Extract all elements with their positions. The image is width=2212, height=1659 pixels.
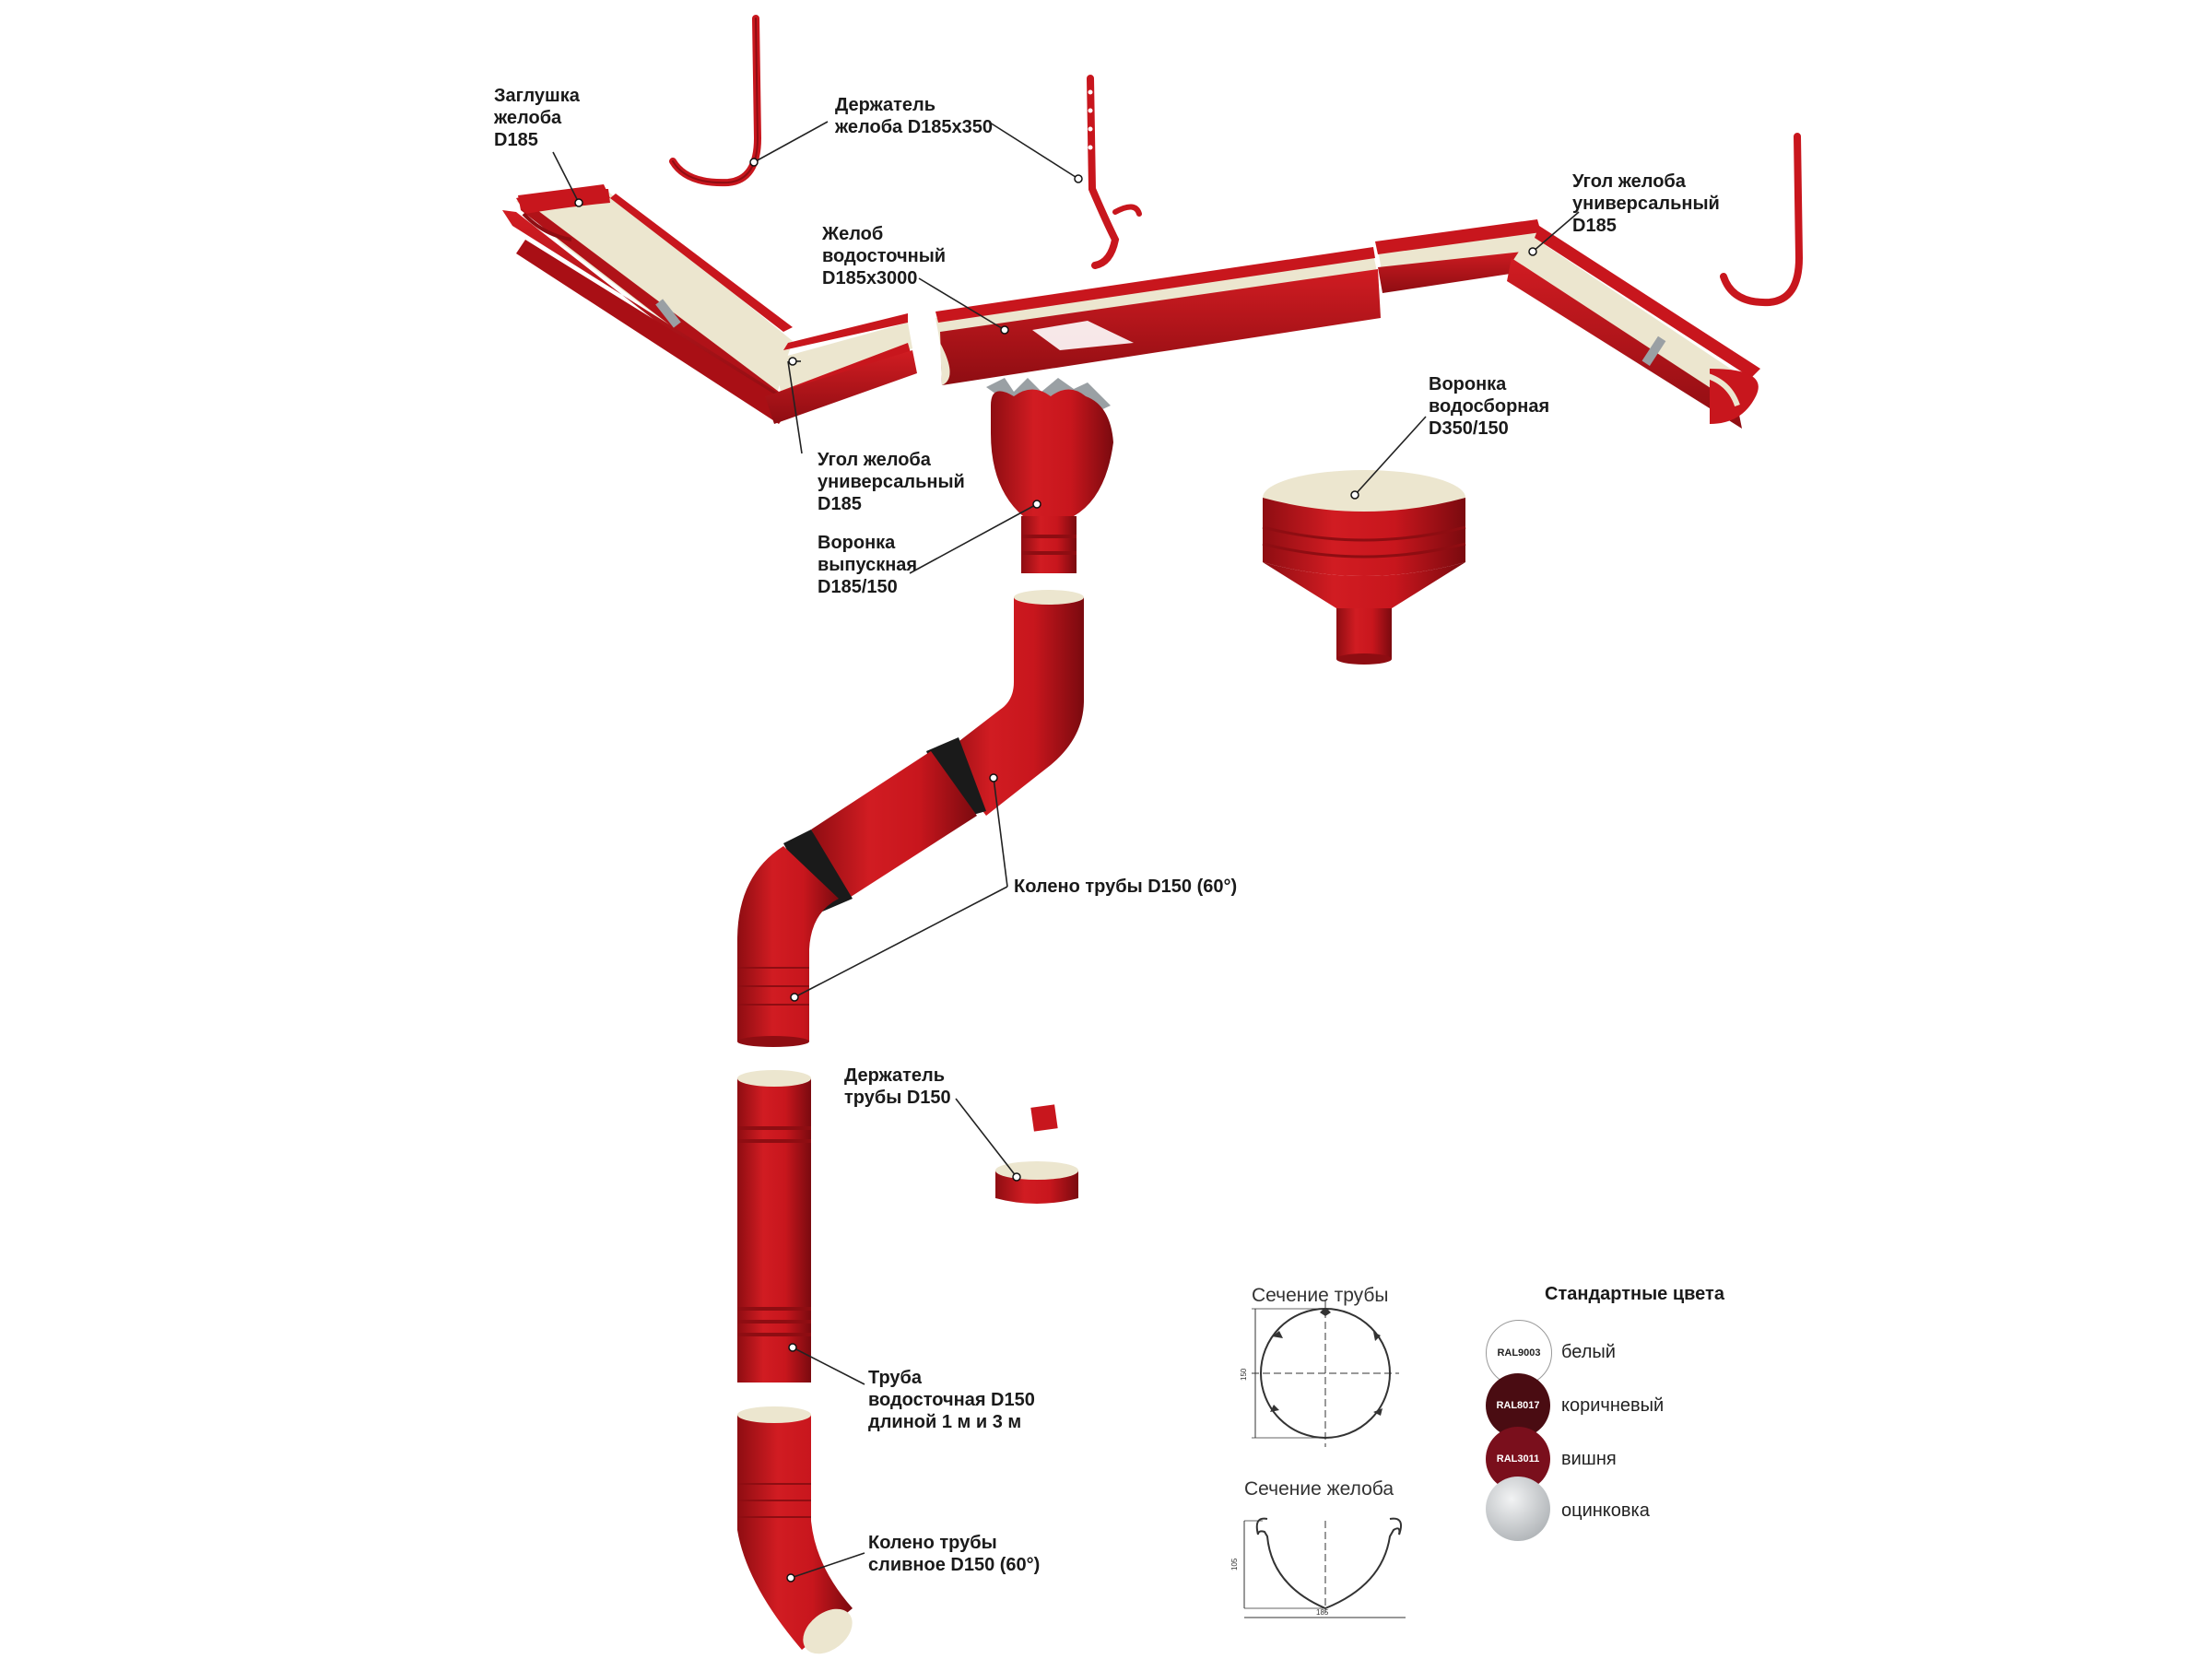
pipe-elbows <box>737 590 1084 1047</box>
gutter-right-corner <box>1375 219 1760 429</box>
gutter-width-label: 185 <box>1316 1608 1329 1617</box>
drain-elbow <box>737 1406 853 1654</box>
legend-name-cherry: вишня <box>1561 1449 1617 1469</box>
label-pipe: Труба водосточная D150 длиной 1 м и 3 м <box>868 1368 1035 1432</box>
pipe-section-title: Сечение трубы <box>1252 1285 1389 1306</box>
gutter-section-drawing <box>1243 1517 1406 1618</box>
legend-name-brown: коричневый <box>1561 1395 1665 1416</box>
gutter-straight <box>935 247 1381 385</box>
label-outlet-funnel: Воронка выпускная D185/150 <box>818 533 918 597</box>
legend-name-white: белый <box>1561 1342 1616 1362</box>
gutter-height-label: 105 <box>1230 1558 1239 1571</box>
pipe-section-drawing <box>1252 1300 1399 1447</box>
gutter-left-corner <box>502 184 917 424</box>
downpipe <box>737 1070 811 1382</box>
gutter-holder-hooks <box>669 15 1804 307</box>
outlet-funnel <box>986 378 1113 573</box>
collector-funnel <box>1262 470 1466 665</box>
label-corner-right: Угол желоба универсальный D185 <box>1572 171 1720 236</box>
pipe-holder <box>995 1104 1078 1204</box>
label-gutter-holder: Держатель желоба D185x350 <box>835 95 994 137</box>
gutter-end-cap <box>516 189 610 241</box>
label-corner-left: Угол желоба универсальный D185 <box>818 450 965 514</box>
pipe-dim-label: 150 <box>1240 1368 1248 1381</box>
legend-title: Стандартные цвета <box>1545 1284 1724 1304</box>
legend-name-zinc: оцинковка <box>1561 1500 1650 1521</box>
label-pipe-holder: Держатель трубы D150 <box>844 1065 951 1108</box>
label-gutter-cap: Заглушка желоба D185 <box>494 86 580 150</box>
swatch-zinc <box>1486 1477 1550 1541</box>
label-collector-funnel: Воронка водосборная D350/150 <box>1429 374 1550 439</box>
gutter-section-title: Сечение желоба <box>1244 1478 1394 1500</box>
leader-dots <box>574 158 1537 1583</box>
label-pipe-elbow: Колено трубы D150 (60°) <box>1014 877 1238 897</box>
label-gutter: Желоб водосточный D185x3000 <box>822 224 947 288</box>
leader-lines <box>552 121 1580 1579</box>
label-drain-elbow: Колено трубы сливное D150 (60°) <box>868 1533 1041 1575</box>
